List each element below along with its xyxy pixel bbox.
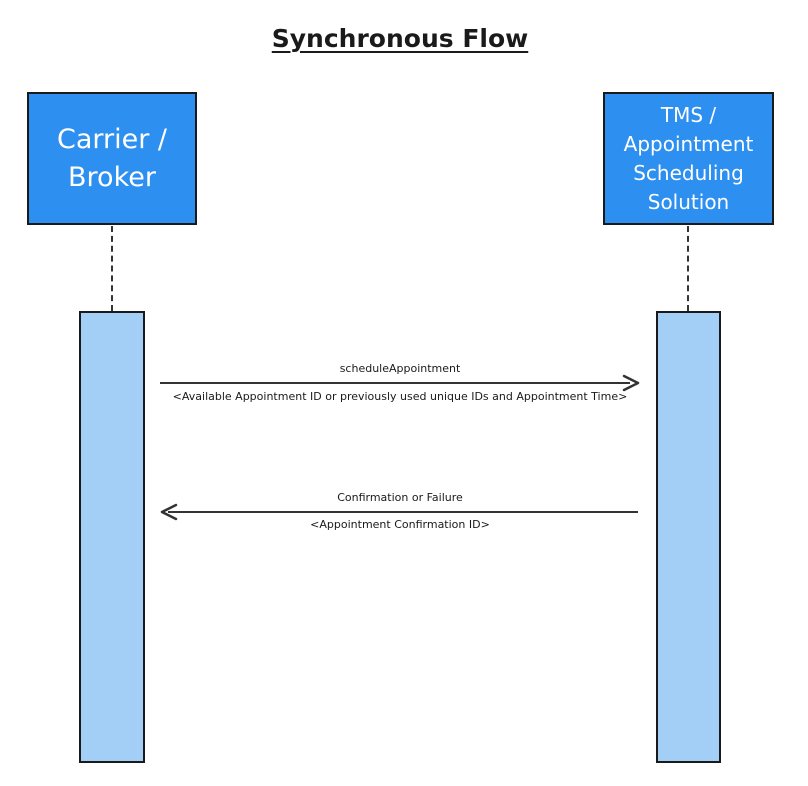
activation-bar-carrier-broker [79,311,145,763]
diagram-title: Synchronous Flow [271,24,529,53]
message-detail-confirmation: <Appointment Confirmation ID> [310,518,490,531]
message-label-schedule-appointment: scheduleAppointment [339,362,461,375]
participant-tms-scheduling: TMS / Appointment Scheduling Solution [603,92,774,225]
message-detail-schedule-appointment: <Available Appointment ID or previously … [172,390,628,403]
message-label-confirmation: Confirmation or Failure [337,491,463,504]
participant-carrier-broker: Carrier / Broker [27,92,197,225]
message-arrow-confirmation [160,503,638,521]
message-arrow-schedule-appointment [160,374,640,392]
lifeline-tms-scheduling [687,226,689,311]
activation-bar-tms-scheduling [656,311,721,763]
lifeline-carrier-broker [111,226,113,311]
